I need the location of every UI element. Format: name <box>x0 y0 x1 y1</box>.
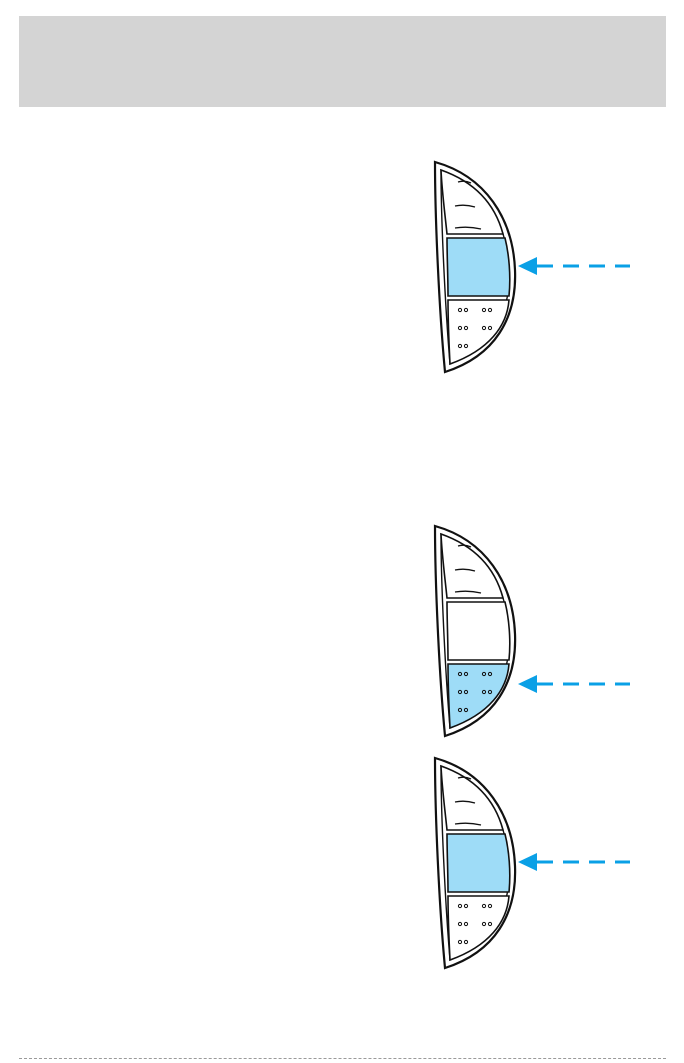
segment-middle <box>447 238 510 296</box>
seat-control-diagram <box>425 158 650 378</box>
seat-control-diagram <box>425 754 650 974</box>
arrow-left-dashed-icon <box>518 675 630 693</box>
segment-middle <box>447 834 510 892</box>
arrow-left-dashed-icon <box>518 257 630 275</box>
seat-control-figure-1 <box>425 158 650 378</box>
arrow-left-dashed-icon <box>518 853 630 871</box>
segment-middle <box>447 602 510 660</box>
seat-control-diagram <box>425 522 650 742</box>
footer-rule <box>19 1058 666 1059</box>
header-bar <box>19 16 666 107</box>
seat-control-figure-2 <box>425 522 650 742</box>
seat-control-figure-3 <box>425 754 650 974</box>
